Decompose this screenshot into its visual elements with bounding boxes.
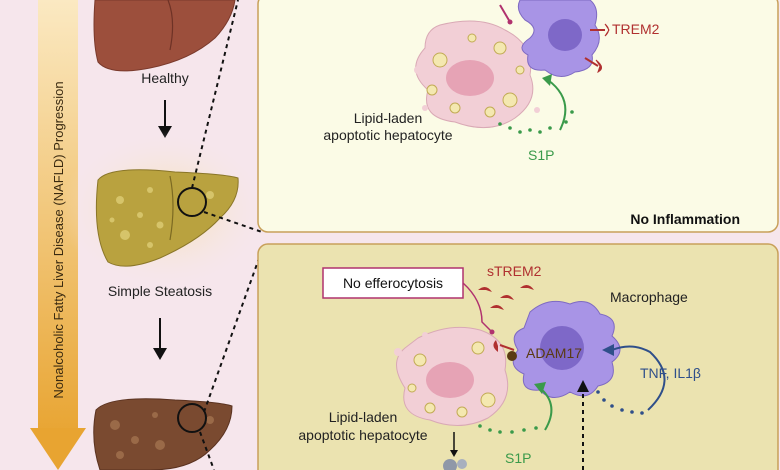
zoom-connectors (191, 0, 263, 470)
bottom-hepatocyte-label-line1: Lipid-laden (329, 409, 398, 425)
steatosis-label: Simple Steatosis (108, 283, 212, 299)
top-macrophage (517, 0, 600, 77)
top-trem2-label: TREM2 (612, 21, 660, 37)
top-s1p-arrow (498, 74, 574, 134)
healthy-liver (93, 0, 236, 72)
cytokine-loop (596, 344, 666, 415)
advanced-liver (93, 398, 233, 470)
bottom-hepatocyte-label-line2: apoptotic hepatocyte (298, 427, 427, 443)
macrophage-label: Macrophage (610, 289, 688, 305)
no-efferocytosis-box (322, 267, 464, 299)
top-status-label: No Inflammation (630, 211, 740, 227)
strem2-fragments (478, 284, 534, 310)
callout-pointer (462, 282, 493, 333)
adam17-receptor (493, 340, 517, 361)
top-hepatocyte-label-line2: apoptotic hepatocyte (323, 127, 452, 143)
bottom-s1p-label: S1P (505, 450, 531, 466)
top-engulf-pointer (499, 4, 511, 23)
cytokines-label: TNF, IL1β (640, 365, 701, 381)
bottom-macrophage (512, 300, 621, 398)
adam17-label: ADAM17 (526, 345, 582, 361)
healthy-label: Healthy (141, 70, 188, 86)
top-s1p-label: S1P (528, 147, 554, 163)
progression-label: Nonalcoholic Fatty Liver Disease (NAFLD)… (51, 81, 66, 398)
top-hepatocyte-label-line1: Lipid-laden (354, 110, 423, 126)
top-trem2-receptors (584, 23, 610, 73)
advanced-zoom-circle (177, 403, 207, 433)
bottom-hepatocyte (394, 326, 509, 426)
down-arrow-2 (153, 318, 167, 360)
top-hepatocyte (414, 20, 540, 129)
release-arrow (443, 432, 467, 470)
bottom-s1p-arrow (478, 382, 553, 434)
no-efferocytosis-label: No efferocytosis (343, 275, 443, 291)
recruitment-arrow (577, 380, 589, 470)
strem2-label: sTREM2 (487, 263, 542, 279)
